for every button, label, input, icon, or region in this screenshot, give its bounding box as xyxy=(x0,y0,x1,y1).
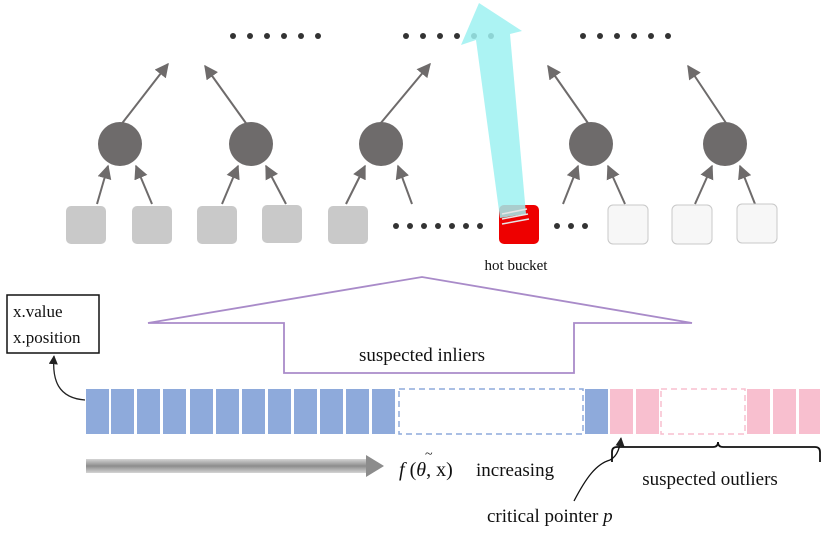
bucket-empty xyxy=(736,203,778,244)
array-cell-blue xyxy=(111,389,134,434)
bucket-empty xyxy=(607,204,649,245)
array-cell-blue xyxy=(86,389,109,434)
tree-node xyxy=(569,122,613,166)
array-cell-pink xyxy=(773,389,796,434)
f-function-label: f (θ, x) xyxy=(399,459,453,481)
tree-edges-lower xyxy=(96,164,756,205)
inliers-block-arrow xyxy=(147,276,693,374)
array-cell-blue xyxy=(268,389,291,434)
array-cell-blue xyxy=(190,389,213,434)
bucket-empty xyxy=(671,204,713,245)
array-cell-blue xyxy=(372,389,395,434)
suspected-inliers-label: suspected inliers xyxy=(359,345,485,366)
array-cell-blue xyxy=(294,389,317,434)
array-cell-pink xyxy=(799,389,820,434)
array-gap-blue xyxy=(398,388,584,435)
theta-symbol: θ xyxy=(416,459,426,481)
array-cell-pink xyxy=(610,389,633,434)
array-cell-pink xyxy=(636,389,659,434)
dots-left xyxy=(230,33,321,39)
buckets-row xyxy=(66,203,778,245)
array-cell-blue xyxy=(137,389,160,434)
tilde-mark: ~ xyxy=(425,447,433,462)
suspected-outliers-label: suspected outliers xyxy=(642,469,778,490)
array-cell-blue xyxy=(163,389,186,434)
hot-bucket-label: hot bucket xyxy=(485,258,549,274)
critical-pointer-label: critical pointer p xyxy=(487,506,613,527)
array-gap-pink xyxy=(660,388,746,435)
hot-bucket-group xyxy=(461,3,539,244)
increasing-arrow-icon xyxy=(86,455,384,477)
bucket xyxy=(66,206,106,244)
bucket-dots-right xyxy=(554,223,588,229)
bucket xyxy=(197,206,237,244)
top-dots-group xyxy=(230,33,671,39)
element-info-box xyxy=(6,294,100,354)
outliers-brace xyxy=(611,441,821,462)
bucket xyxy=(132,206,172,244)
array-cell-pink xyxy=(747,389,770,434)
tree-node xyxy=(703,122,747,166)
x-position-label: x.position xyxy=(13,328,81,347)
array-cell-blue xyxy=(346,389,369,434)
array-cell-blue xyxy=(242,389,265,434)
f-args: , x) xyxy=(426,459,453,481)
critical-pointer-connector xyxy=(573,437,625,502)
tree-node xyxy=(98,122,142,166)
hot-arrow-icon xyxy=(461,3,526,218)
array-cell-blue xyxy=(585,389,608,434)
dots-right xyxy=(580,33,671,39)
paren-open: ( xyxy=(405,459,417,481)
critical-pointer-text: critical pointer xyxy=(487,506,599,527)
increasing-label: increasing xyxy=(476,460,555,481)
info-connector xyxy=(48,355,86,401)
tree-node xyxy=(229,122,273,166)
tree-node xyxy=(359,122,403,166)
critical-pointer-var: p xyxy=(601,506,613,527)
bucket xyxy=(262,205,302,243)
x-value-label: x.value xyxy=(13,302,63,321)
bucket-dots-left xyxy=(393,223,483,229)
array-cell-blue xyxy=(320,389,343,434)
array-row xyxy=(86,388,820,435)
tree-edges-upper xyxy=(119,62,729,127)
tree-nodes xyxy=(98,122,747,166)
array-cell-blue xyxy=(216,389,239,434)
f-prefix: f xyxy=(399,459,407,481)
bucket xyxy=(328,206,368,244)
